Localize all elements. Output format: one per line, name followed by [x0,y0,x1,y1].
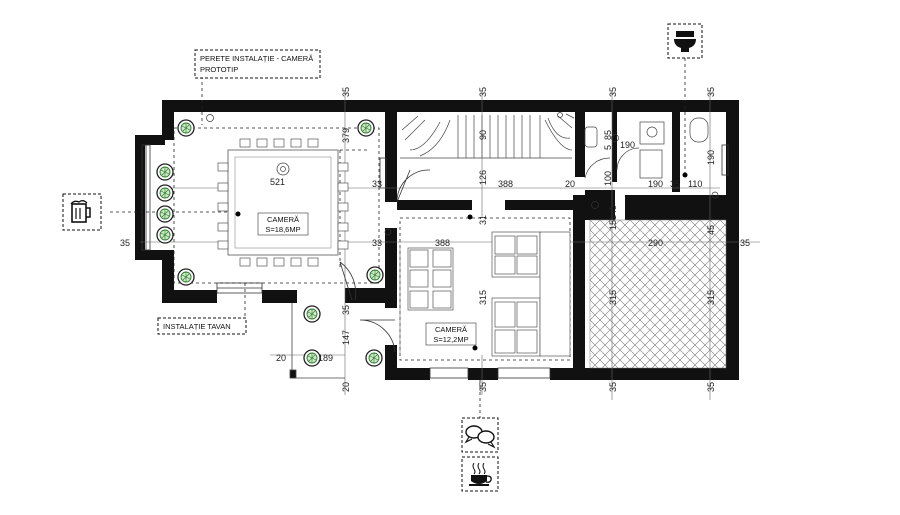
svg-text:PERETE INSTALAȚIE - CAMERĂ: PERETE INSTALAȚIE - CAMERĂ [200,54,313,63]
camera-marker-1 [235,211,241,217]
svg-text:5: 5 [603,145,613,150]
living-furniture [407,231,571,357]
svg-text:190: 190 [620,140,635,150]
svg-text:15: 15 [608,220,618,230]
svg-text:20: 20 [276,353,286,363]
walls [135,100,739,380]
svg-text:315: 315 [608,290,618,305]
svg-text:35: 35 [341,305,351,315]
camera-marker-2 [467,214,473,220]
svg-text:190: 190 [706,150,716,165]
doors [339,169,431,353]
svg-text:INSTALAȚIE TAVAN: INSTALAȚIE TAVAN [163,322,231,331]
coffee-cup-icon [461,456,499,492]
svg-text:379: 379 [341,128,351,143]
svg-text:189: 189 [318,353,333,363]
svg-text:35: 35 [706,87,716,97]
svg-text:45: 45 [706,225,716,235]
svg-text:521: 521 [270,177,285,187]
svg-text:35: 35 [608,382,618,392]
svg-text:85: 85 [603,130,613,140]
camera-label-2: CAMERĂ S=12,2MP [425,322,477,346]
camera-marker-4 [682,172,688,178]
dimension-labels: 35 35 35 35 379 90 521 33 33 126 388 388… [120,87,750,392]
svg-text:90: 90 [478,130,488,140]
svg-text:190: 190 [648,179,663,189]
svg-text:20: 20 [565,179,575,189]
svg-text:110: 110 [688,179,702,189]
balcony-outline [289,303,345,379]
svg-text:315: 315 [706,290,716,305]
camera-label-1: CAMERĂ S=18,6MP [257,212,309,236]
svg-text:CAMERĂ: CAMERĂ [267,215,299,224]
svg-text:35: 35 [478,382,488,392]
hatched-area [589,219,727,369]
svg-text:388: 388 [435,238,450,248]
svg-text:35: 35 [706,382,716,392]
svg-text:31: 31 [478,215,488,225]
toilet-icon [667,23,703,59]
svg-text:S=12,2MP: S=12,2MP [433,335,468,344]
svg-text:290: 290 [648,238,663,248]
chat-bubbles-icon [461,417,499,453]
svg-text:33: 33 [372,238,382,248]
svg-text:PROTOTIP: PROTOTIP [200,65,238,74]
svg-text:33: 33 [372,179,382,189]
callout-ceiling-install: INSTALAȚIE TAVAN [157,317,247,335]
svg-text:35: 35 [608,87,618,97]
dining-table [217,138,349,267]
svg-text:126: 126 [478,170,488,185]
svg-text:147: 147 [341,330,351,345]
svg-text:145: 145 [608,205,618,220]
bathroom-fixtures [584,117,709,179]
callout-wall-install: PERETE INSTALAȚIE - CAMERĂ PROTOTIP [194,49,321,79]
svg-text:35: 35 [670,179,680,189]
svg-text:CAMERĂ: CAMERĂ [435,325,467,334]
camera-marker-3 [472,345,478,351]
svg-text:35: 35 [120,238,130,248]
svg-text:315: 315 [478,290,488,305]
svg-text:S=18,6MP: S=18,6MP [265,225,300,234]
svg-text:35: 35 [740,238,750,248]
svg-text:35: 35 [478,87,488,97]
svg-text:388: 388 [498,179,513,189]
svg-text:100: 100 [603,171,613,186]
svg-text:20: 20 [341,382,351,392]
svg-text:35: 35 [341,87,351,97]
beer-mug-icon [62,193,102,231]
